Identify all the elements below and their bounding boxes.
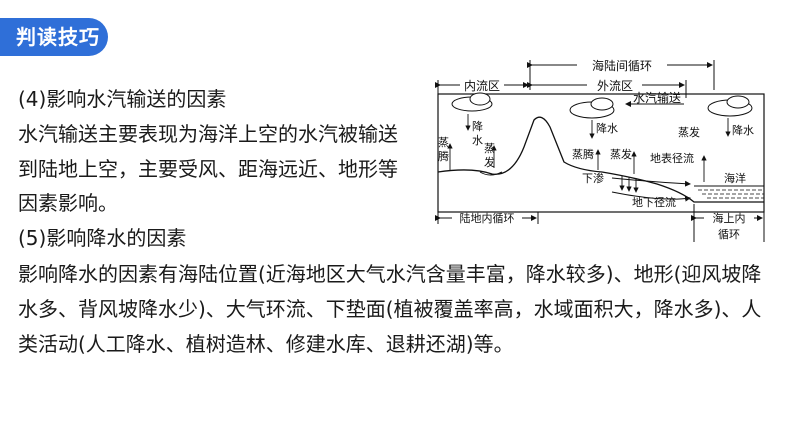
inland-basin-label: 内流区 <box>464 79 500 93</box>
sea-land-cycle-label: 海陆间循环 <box>592 58 652 73</box>
section4-line-1: 水汽输送主要表现为海洋上空的水汽被输送 <box>18 122 398 146</box>
section4-heading: (4)影响水汽输送的因素 <box>18 87 227 111</box>
section5-line-1: 影响降水的因素有海陆位置(近海地区大气水汽含量丰富，降水较多)、地形(迎风坡降 <box>18 262 762 286</box>
vapor-transport-label: 水汽输送 <box>633 90 681 105</box>
svg-text:发: 发 <box>484 155 495 169</box>
cloud-icon <box>569 97 615 119</box>
water-cycle-diagram: 海陆间循环 内流区 外流区 水汽输送 <box>435 58 765 242</box>
sea-land-cycle-marker: 海陆间循环 <box>527 58 715 90</box>
ocean-label: 海洋 <box>724 171 746 185</box>
diagram-frame <box>437 93 765 213</box>
transpire-label-left: 蒸 <box>438 136 449 149</box>
groundwater-label: 地下径流 <box>632 195 676 209</box>
evap-label-left: 蒸 <box>484 142 495 155</box>
svg-text:腾: 腾 <box>438 149 449 163</box>
svg-text:水: 水 <box>472 134 483 147</box>
section5-heading: (5)影响降水的因素 <box>18 226 187 250</box>
evaporation-arrows-icon <box>447 143 707 182</box>
groundwater-arrow <box>611 191 691 202</box>
evap-label-right: 蒸发 <box>678 125 700 139</box>
outflow-basin-label: 外流区 <box>597 79 633 93</box>
ocean-icon <box>694 185 764 199</box>
surface-runoff-arrow <box>611 177 691 187</box>
lake-icon <box>479 171 503 176</box>
evap-label-mid: 蒸发 <box>610 147 632 161</box>
section4-line-3: 因素影响。 <box>18 191 118 215</box>
precip-label-mid: 降水 <box>596 121 618 135</box>
ocean-cycle-label: 海上内 <box>713 211 746 225</box>
section4-line-2: 到陆地上空，主要受风、距海远近、地形等 <box>18 157 398 181</box>
cloud-icon <box>451 92 493 112</box>
rain-icon <box>465 114 731 139</box>
land-cycle-label: 陆地内循环 <box>460 211 515 225</box>
infiltration-label: 下渗 <box>582 171 604 185</box>
section-tag: 判读技巧 <box>0 18 108 56</box>
terrain-profile <box>437 116 764 203</box>
cloud-icon <box>707 95 753 117</box>
precip-label-left: 降 <box>472 119 483 133</box>
transpire-label-mid: 蒸腾 <box>572 147 594 161</box>
precip-label-right: 降水 <box>732 123 754 137</box>
surface-runoff-label: 地表径流 <box>650 151 694 165</box>
section5-line-2: 水多、背风坡降水少)、大气环流、下垫面(植被覆盖率高，水域面积大，降水多)、人 <box>18 297 762 321</box>
svg-text:循环: 循环 <box>718 228 740 241</box>
section5-line-3: 类活动(人工降水、植树造林、修建水库、退耕还湖)等。 <box>18 332 514 356</box>
